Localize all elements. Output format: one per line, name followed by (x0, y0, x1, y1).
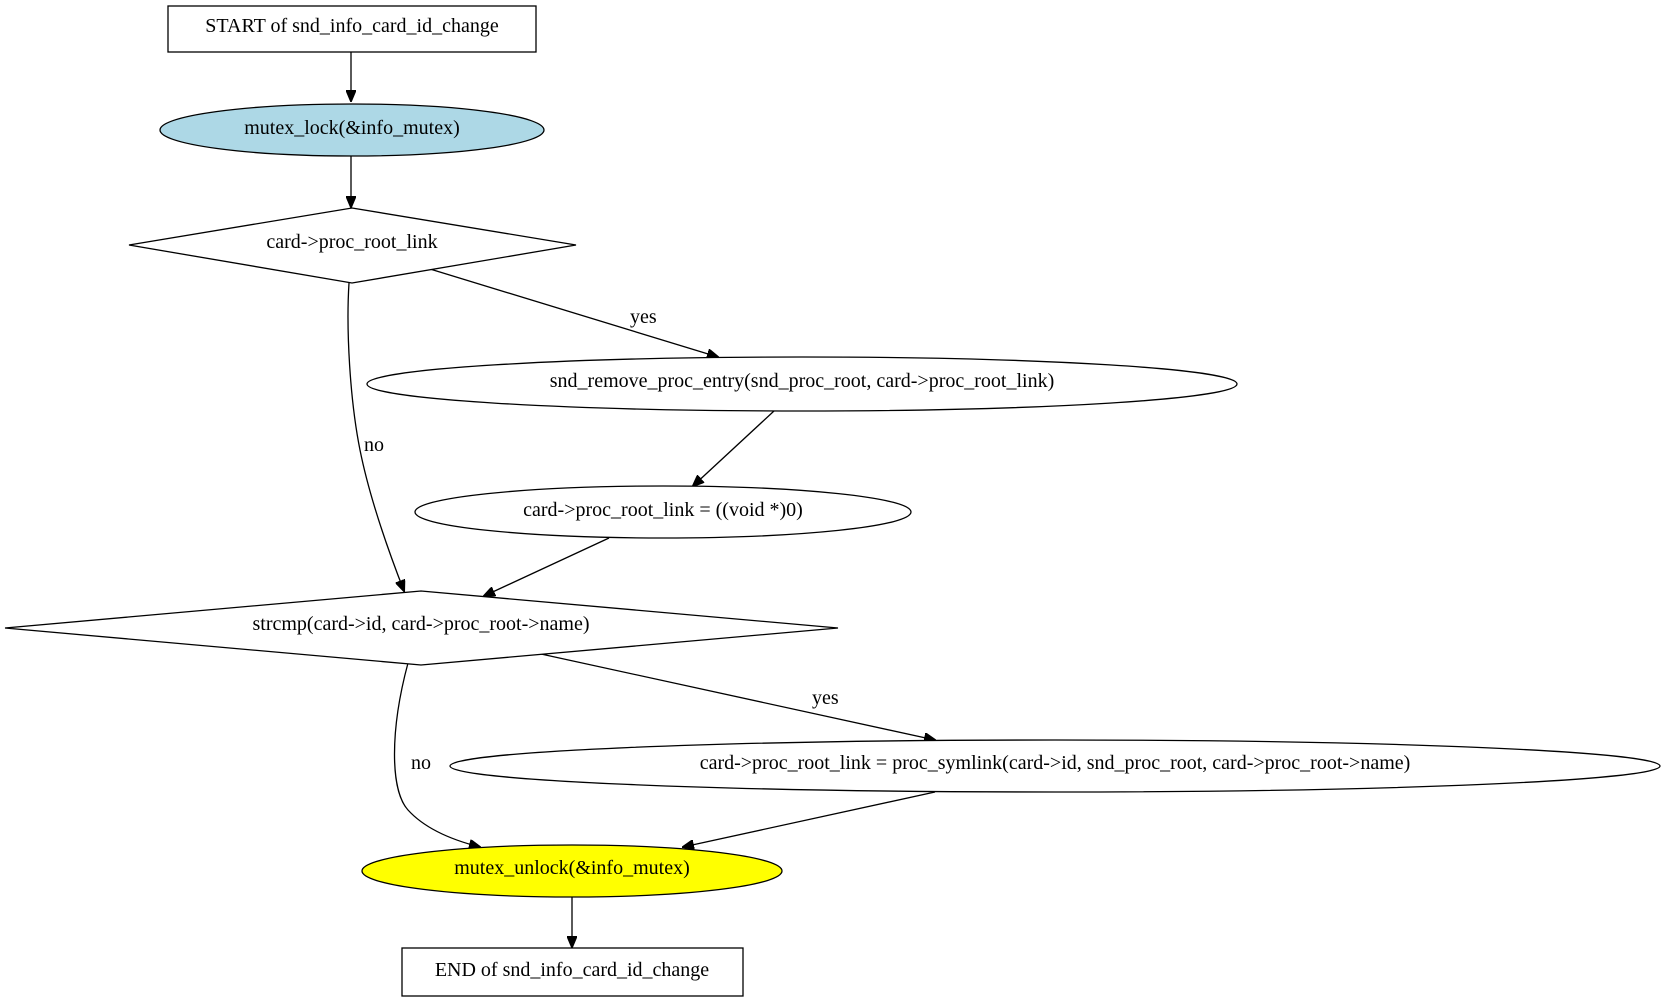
node-condition-proc-root-link: card->proc_root_link (128, 207, 577, 284)
node-mutex-unlock: mutex_unlock(&info_mutex) (361, 844, 783, 898)
edge-cond1-to-cond2 (347, 282, 404, 591)
svg-text:mutex_unlock(&info_mutex): mutex_unlock(&info_mutex) (454, 857, 690, 879)
edge-symlink-to-unlock (683, 791, 936, 847)
node-proc-symlink: card->proc_root_link = proc_symlink(card… (449, 739, 1661, 793)
edge-remove-to-setnull (693, 410, 775, 486)
edge-label-cond1-no: no (364, 434, 384, 456)
edge-label-cond2-no: no (411, 752, 431, 774)
svg-text:snd_remove_proc_entry(snd_proc: snd_remove_proc_entry(snd_proc_root, car… (550, 370, 1054, 392)
edges: yes no yes no (348, 52, 935, 947)
node-snd-remove-proc-entry: snd_remove_proc_entry(snd_proc_root, car… (366, 356, 1238, 412)
nodes: START of snd_info_card_id_change mutex_l… (4, 5, 1661, 997)
edge-cond2-to-symlink (540, 653, 935, 740)
svg-text:START of snd_info_card_id_chan: START of snd_info_card_id_change (205, 15, 499, 37)
edge-label-cond1-yes: yes (630, 306, 657, 328)
svg-text:strcmp(card->id, card->proc_ro: strcmp(card->id, card->proc_root->name) (252, 613, 589, 635)
edge-cond2-to-unlock (393, 662, 481, 847)
node-start: START of snd_info_card_id_change (167, 5, 537, 53)
edge-cond1-to-remove (429, 268, 718, 357)
node-condition-strcmp: strcmp(card->id, card->proc_root->name) (4, 590, 839, 666)
edge-setnull-to-cond2 (484, 537, 610, 596)
edge-label-cond2-yes: yes (812, 687, 839, 709)
svg-text:card->proc_root_link = proc_sy: card->proc_root_link = proc_symlink(card… (700, 752, 1411, 774)
svg-text:mutex_lock(&info_mutex): mutex_lock(&info_mutex) (244, 117, 460, 139)
svg-text:card->proc_root_link = ((void: card->proc_root_link = ((void *)0) (523, 499, 803, 521)
svg-text:card->proc_root_link: card->proc_root_link (266, 231, 437, 253)
node-set-proc-root-link-null: card->proc_root_link = ((void *)0) (414, 485, 912, 539)
node-end: END of snd_info_card_id_change (401, 947, 744, 997)
svg-text:END of snd_info_card_id_change: END of snd_info_card_id_change (435, 959, 709, 981)
node-mutex-lock: mutex_lock(&info_mutex) (159, 103, 545, 157)
